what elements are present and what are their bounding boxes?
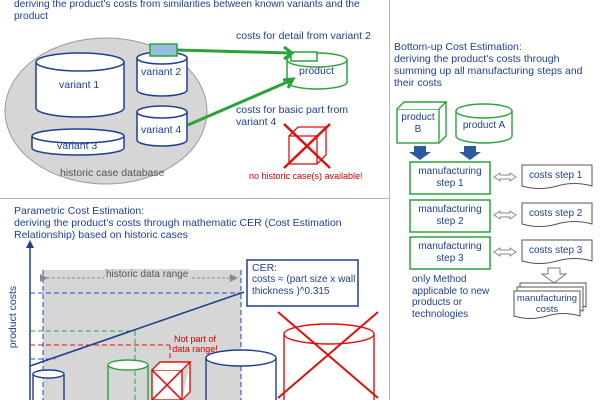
step1-label: manufacturing step 1 [418,166,482,189]
historic-data-range-area [43,270,241,400]
plot-large-cylinder [205,349,277,400]
variant2-detail-highlight [149,43,178,57]
costs-step1-doc [521,164,593,189]
product-b-label: product B [401,112,435,135]
detail-costs-label: costs for detail from variant 2 [236,30,371,42]
step3-label: manufacturing step 3 [418,241,482,264]
vertical-separator [389,0,390,400]
cer-label: CER: [252,262,278,274]
costs-step3-label: costs step 3 [529,245,583,256]
sum-arrow [540,267,568,284]
no-case-label: no historic case(s) available! [249,171,363,181]
not-part-label: Not part of data range! [172,334,218,355]
merge-arrow-right [459,146,481,160]
step2-label: manufacturing step 2 [418,204,482,227]
variant1-label: variant 1 [59,79,100,91]
cost-link-2 [493,210,517,220]
bottom-up-note: only Method applicable to new products o… [412,274,490,320]
no-case-crossed-cube [283,123,331,169]
database-label: historic case database [60,167,165,179]
variant4-label: variant 4 [141,124,182,136]
bottom-up-subtitle: deriving the product's costs through sum… [394,53,583,90]
parametric-subtitle: deriving the product's costs through mat… [14,217,342,242]
step1-box [409,161,491,195]
plot-red-cube [151,361,192,400]
variant1-cylinder [35,52,125,118]
costs-step3-doc [521,239,593,264]
y-axis-label: product costs [6,285,19,349]
plot-crossed-cylinder [277,311,379,400]
manufacturing-costs-label: manufacturing costs [516,293,578,315]
bottom-up-title: Bottom-up Cost Estimation: [394,41,522,53]
product-a-label: product A [462,120,506,131]
product-label: product [299,65,335,77]
cost-link-1 [493,172,517,182]
merge-arrow-left [409,146,431,160]
variant2-label: variant 2 [141,66,182,78]
variant3-cylinder [31,128,125,156]
analog-subtitle: deriving the product's costs from simila… [14,0,360,22]
cer-box [246,259,359,307]
product-b-cube [396,101,448,144]
parametric-title: Parametric Cost Estimation: [14,205,145,217]
manufacturing-costs-doc [513,282,587,319]
plot-green-cylinder [107,359,149,400]
cer-line [29,291,245,367]
range-label: historic data range [104,269,191,281]
costs-step2-doc [521,202,593,227]
basic-part-arrow [187,77,296,127]
costs-step2-label: costs step 2 [529,208,583,219]
cost-link-3 [493,247,517,257]
cer-formula: costs ≈ (part size x wall thickness )^0.… [252,274,356,297]
basic-costs-label: costs for basic part from variant 4 [236,104,349,129]
detail-arrow [176,45,295,61]
horizontal-separator [0,198,389,199]
variant3-label: variant 3 [57,140,98,152]
plot-small-cylinder [32,369,65,400]
costs-step1-label: costs step 1 [529,170,583,181]
variant4-cylinder [136,105,188,147]
product-a-cylinder [455,103,513,144]
step2-box [409,199,491,233]
step3-box [409,236,491,270]
product-detail [290,51,318,62]
